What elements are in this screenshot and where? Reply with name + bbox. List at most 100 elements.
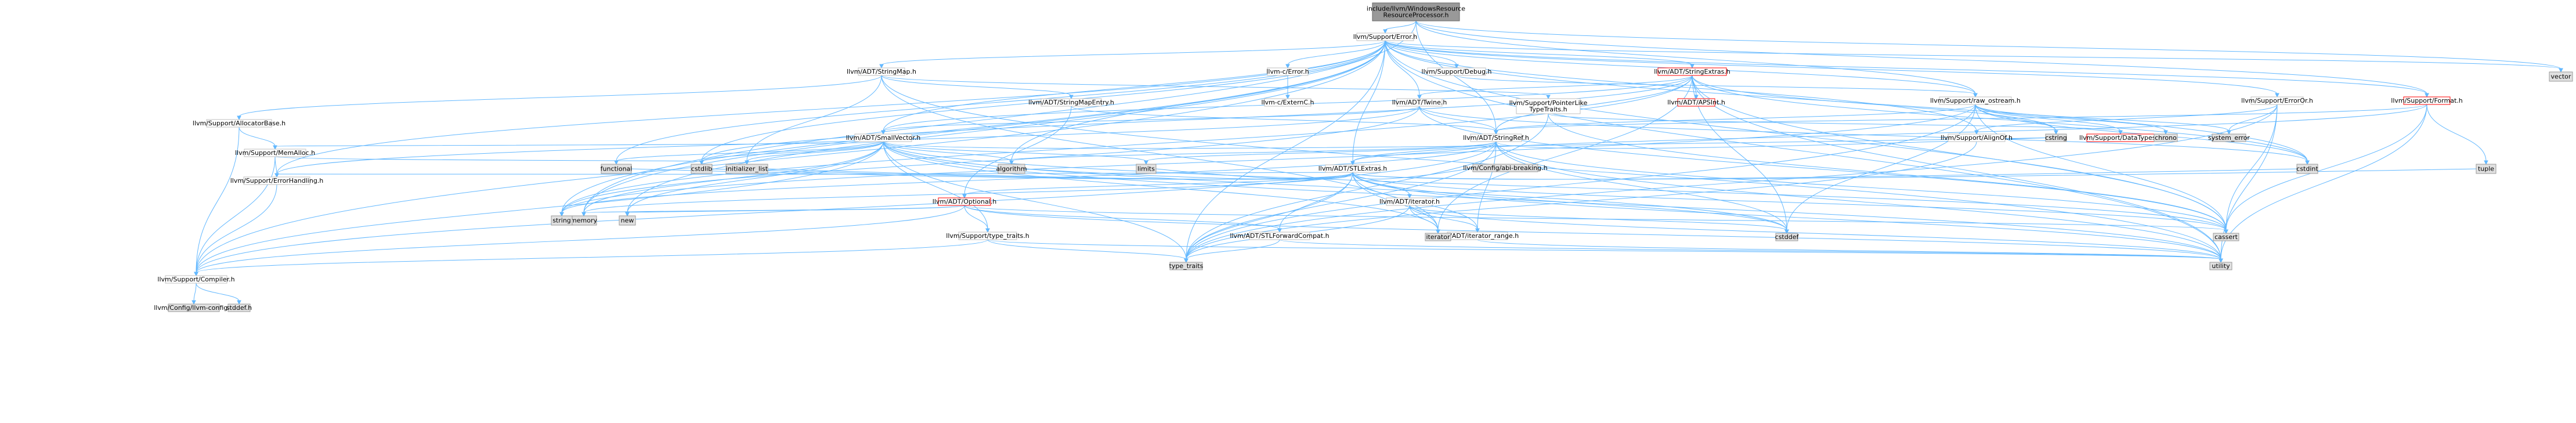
edge-arrowhead-debug-to-rawostream	[1973, 93, 1978, 98]
node-typetraits[interactable]: llvm/Support/type_traits.h	[946, 232, 1029, 240]
node-stringextras[interactable]: llvm/ADT/StringExtras.h	[1654, 67, 1730, 76]
node-alignof[interactable]: llvm/Support/AlignOf.h	[1941, 133, 2013, 142]
node-label-stlforward: llvm/ADT/STLForwardCompat.h	[1230, 232, 1329, 240]
edge-stlforward-to-typetraits_std	[1186, 239, 1280, 260]
node-label-algorithm: algorithm	[996, 165, 1027, 173]
edge-stlforward-to-utility	[1279, 239, 2221, 260]
node-erroror[interactable]: llvm/Support/ErrorOr.h	[2241, 96, 2313, 105]
edge-arrowhead-memalloc-to-cstdlib	[699, 160, 704, 165]
edge-optional-to-typetraits	[964, 205, 988, 230]
edge-error-to-typetraits_std	[1186, 40, 1386, 260]
edge-rawostream-to-stringref	[1495, 104, 1976, 132]
node-box-externc	[1264, 98, 1312, 107]
edge-twine-to-cassert	[1419, 106, 2227, 231]
edge-stringref-to-string	[561, 141, 1497, 214]
node-box-errhandling	[243, 176, 310, 185]
node-iterator_h[interactable]: llvm/ADT/iterator.h	[1379, 197, 1440, 206]
node-stringref[interactable]: llvm/ADT/StringRef.h	[1463, 133, 1529, 142]
node-stddef: stddef.h	[226, 303, 252, 312]
edge-rawostream-to-chrono	[1975, 104, 2166, 132]
node-label-error: llvm/Support/Error.h	[1353, 33, 1418, 41]
node-label-cstdlib: cstdlib	[691, 165, 712, 173]
node-rawostream[interactable]: llvm/Support/raw_ostream.h	[1930, 96, 2021, 105]
node-box-stlforward	[1249, 232, 1310, 240]
node-debug[interactable]: llvm/Support/Debug.h	[1422, 67, 1492, 76]
node-allocbase[interactable]: llvm/Support/AllocatorBase.h	[193, 119, 286, 128]
edge-rawostream-to-cstddef	[1786, 104, 1976, 231]
node-externc[interactable]: llvm-c/ExternC.h	[1261, 98, 1314, 107]
edge-smallvector-to-functional	[616, 141, 884, 162]
edge-arrowhead-rawostream-to-chrono	[2163, 130, 2168, 135]
node-box-vector	[2549, 71, 2573, 82]
node-stringmap[interactable]: llvm/ADT/StringMap.h	[847, 67, 916, 76]
edge-stringextras-to-cstdlib	[701, 75, 1693, 162]
node-label-memalloc: llvm/Support/MemAlloc.h	[235, 149, 315, 157]
edge-arrowhead-iterator_h-to-iterator_range	[1475, 228, 1480, 233]
edge-smallvector-to-typetraits	[883, 141, 988, 230]
edge-stringextras-to-utility	[1692, 75, 2221, 260]
node-box-format	[2403, 96, 2451, 105]
node-systemerror: system_error	[2208, 133, 2250, 142]
node-cstdint: cstdint	[2296, 164, 2318, 174]
edge-error-to-functional	[616, 40, 1386, 162]
node-functional: functional	[601, 164, 633, 174]
edge-stringref-to-stlextras	[1352, 141, 1497, 162]
edge-stlextras-to-tuple	[1352, 168, 2477, 180]
edge-arrowhead-twine-to-smallvector	[881, 130, 886, 135]
node-optional[interactable]: llvm/ADT/Optional.h	[933, 197, 996, 206]
node-stlextras[interactable]: llvm/ADT/STLExtras.h	[1318, 164, 1388, 173]
node-box-rawostream	[1939, 96, 2012, 105]
node-box-c_error	[1267, 67, 1309, 76]
node-label-memory: memory	[570, 217, 597, 225]
edge-arrowhead-stlextras-to-iterator_h	[1407, 194, 1412, 199]
edge-stringref-to-algorithm	[1011, 141, 1497, 162]
edge-arrowhead-error-to-c_error	[1285, 64, 1290, 69]
edge-optional-to-cassert	[964, 205, 2227, 231]
edge-stringref-to-utility	[1495, 141, 2221, 260]
node-label-utility: utility	[2212, 262, 2230, 270]
node-label-c_error: llvm-c/Error.h	[1266, 68, 1309, 75]
node-memalloc[interactable]: llvm/Support/MemAlloc.h	[235, 149, 315, 157]
node-apsint[interactable]: llvm/ADT/APSInt.h	[1667, 98, 1725, 107]
node-root[interactable]: include/llvm/WindowsResourceResourceProc…	[1367, 2, 1465, 21]
node-iterator_range[interactable]: llvm/ADT/iterator_range.h	[1436, 232, 1519, 240]
node-stlforward[interactable]: llvm/ADT/STLForwardCompat.h	[1230, 232, 1329, 240]
node-errhandling[interactable]: llvm/Support/ErrorHandling.h	[230, 176, 324, 185]
edge-smallvector-to-initlist	[746, 141, 884, 162]
node-box-cstdlib	[691, 164, 713, 174]
edge-arrowhead-format-to-stringref	[1494, 130, 1498, 135]
node-label-apsint: llvm/ADT/APSInt.h	[1667, 99, 1725, 106]
node-label-stddef: stddef.h	[226, 304, 252, 312]
edge-arrowhead-format-to-stlextras	[1350, 161, 1355, 166]
node-box-systemerror	[2212, 133, 2246, 142]
edge-smallvector-to-cstddef	[883, 141, 1787, 231]
node-error[interactable]: llvm/Support/Error.h	[1353, 32, 1418, 41]
nodes-layer: include/llvm/WindowsResourceResourceProc…	[154, 2, 2573, 312]
edge-stringref-to-cassert	[1495, 141, 2227, 231]
node-label-cassert: cassert	[2214, 233, 2238, 241]
node-compiler[interactable]: llvm/Support/Compiler.h	[157, 275, 235, 284]
edge-arrowhead-smallvector-to-functional	[614, 160, 619, 165]
edge-twine-to-errhandling	[276, 106, 1420, 175]
node-twine[interactable]: llvm/ADT/Twine.h	[1392, 98, 1447, 107]
node-label-functional: functional	[601, 165, 633, 173]
node-label-tuple: tuple	[2478, 165, 2494, 173]
node-c_error[interactable]: llvm-c/Error.h	[1266, 67, 1309, 76]
node-datatypes[interactable]: llvm/Support/DataTypes.h	[2079, 133, 2162, 142]
edge-twine-to-smallvector	[883, 106, 1420, 132]
node-label-format: llvm/Support/Format.h	[2391, 97, 2462, 104]
edge-error-to-memory	[583, 40, 1386, 214]
node-label-initlist: initializer_list	[726, 165, 768, 173]
node-box-error	[1356, 32, 1414, 41]
node-label-debug: llvm/Support/Debug.h	[1422, 68, 1492, 75]
node-stringmapentry[interactable]: llvm/ADT/StringMapEntry.h	[1028, 98, 1114, 107]
node-box-iterator	[1425, 233, 1451, 241]
node-smallvector[interactable]: llvm/ADT/SmallVector.h	[846, 133, 921, 142]
edge-iterator_h-to-cstddef	[1409, 205, 1787, 231]
node-box-limits	[1136, 164, 1157, 174]
node-box-stringref	[1470, 133, 1522, 142]
node-format[interactable]: llvm/Support/Format.h	[2391, 96, 2463, 105]
edge-stlextras-to-memory	[583, 172, 1353, 214]
